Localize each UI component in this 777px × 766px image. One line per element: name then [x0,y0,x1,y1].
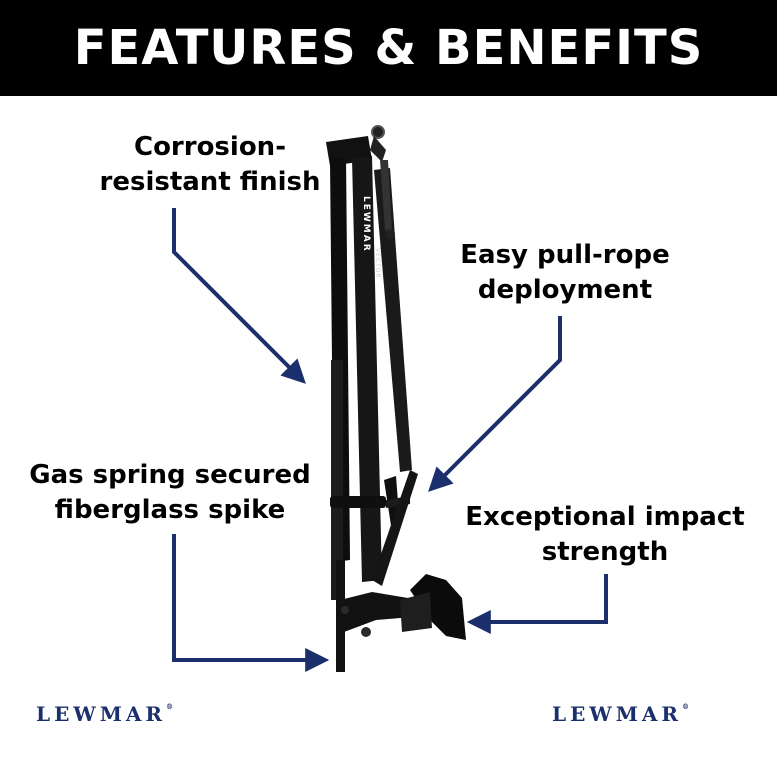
clamp-band [330,496,386,508]
arrow-icon-pull-rope [428,316,562,492]
top-bolt [371,125,385,139]
feature-label-gas-spring: Gas spring secured fiberglass spike [20,458,320,528]
gas-spring [331,360,343,600]
base-plate [410,574,466,640]
feature-label-corrosion: Corrosion- resistant finish [70,130,350,200]
brand-logo-right: LEWMAR® [552,702,689,726]
banner-title: FEATURES & BENEFITS [73,20,704,76]
brand-logo-left: LEWMAR® [36,702,173,726]
feature-line: Corrosion- [133,132,286,162]
feature-label-impact: Exceptional impact strength [455,500,755,570]
registered-mark: ® [682,702,690,711]
feature-line: resistant finish [99,167,321,197]
pull-rope [374,168,412,472]
feature-label-pull-rope: Easy pull-rope deployment [430,238,700,308]
arm-brand-text: LEWMAR [361,196,371,253]
feature-line: fiberglass spike [54,495,286,525]
brand-logo-text: LEWMAR [552,702,683,726]
feature-line: deployment [477,275,653,305]
brand-logo-text: LEWMAR [36,702,167,726]
main-rail-right [352,156,382,582]
feature-line: Exceptional impact [465,502,745,532]
arrow-icon-corrosion [172,208,306,384]
feature-line: strength [541,537,669,567]
feature-line: Gas spring secured [29,460,311,490]
registered-mark: ® [166,702,174,711]
feature-line: Easy pull-rope [460,240,670,270]
fiberglass-spike [336,560,345,672]
arm-model-text: VECTOR [374,248,381,279]
arrow-icon-gas-spring [172,534,330,672]
header-banner: FEATURES & BENEFITS [0,0,777,96]
arrow-icon-impact [466,574,608,634]
